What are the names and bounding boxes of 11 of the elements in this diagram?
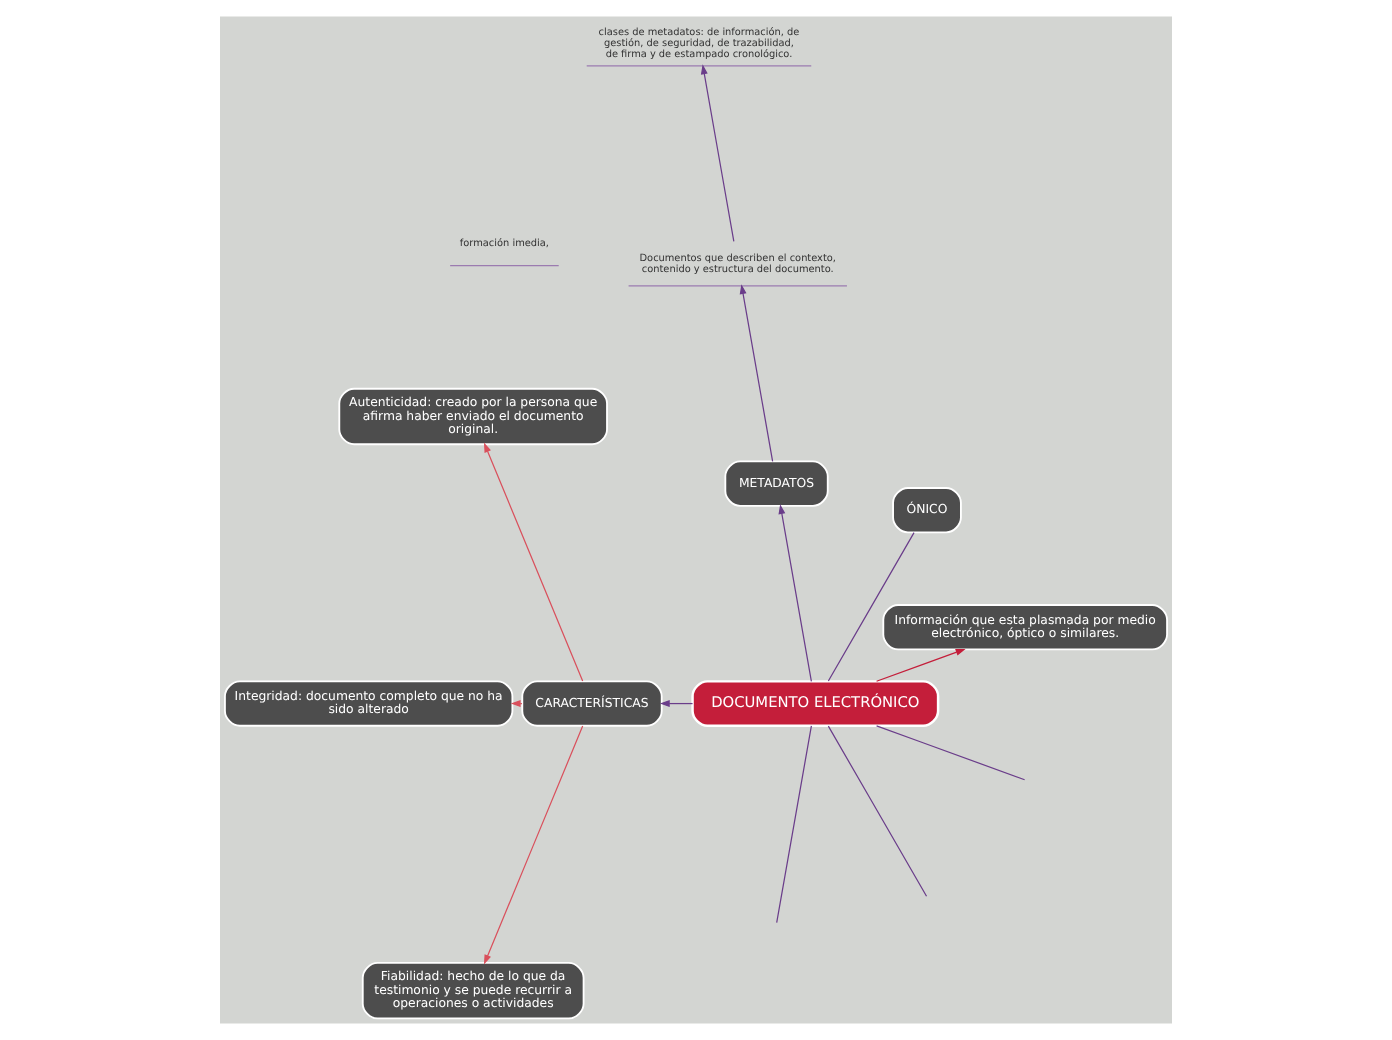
connector <box>875 725 1026 781</box>
arrow <box>700 64 735 243</box>
arrow <box>483 442 584 682</box>
arrow <box>778 504 812 682</box>
connector <box>827 725 928 897</box>
arrow <box>875 648 966 682</box>
connector <box>827 531 915 682</box>
connector <box>776 725 812 924</box>
arrow <box>739 284 774 462</box>
arrow <box>483 725 584 965</box>
arrow <box>659 700 694 708</box>
